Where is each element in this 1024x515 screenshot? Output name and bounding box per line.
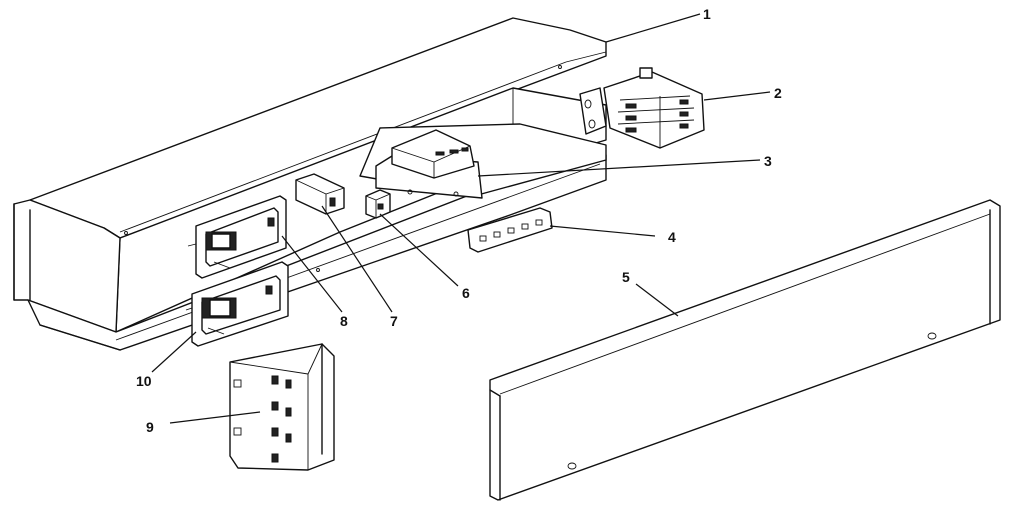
callout-2: 2 — [774, 85, 782, 101]
part-9-terminal-block — [229, 343, 335, 471]
part-10-control-board — [185, 261, 289, 347]
part-8-control-board — [187, 195, 287, 279]
callout-1: 1 — [703, 6, 711, 22]
part-3-transformer — [359, 123, 607, 199]
callout-9: 9 — [146, 419, 154, 435]
callout-6: 6 — [462, 285, 470, 301]
leader-9 — [169, 411, 261, 424]
callout-4: 4 — [668, 229, 676, 245]
part-4-terminal-strip — [467, 207, 553, 253]
part-5-cover-panel — [489, 199, 1001, 501]
part-6-relay — [365, 189, 391, 219]
leader-1 — [605, 13, 701, 43]
callout-10: 10 — [136, 373, 152, 389]
callout-7: 7 — [390, 313, 398, 329]
callout-8: 8 — [340, 313, 348, 329]
callout-5: 5 — [622, 269, 630, 285]
leader-6 — [379, 213, 459, 287]
leader-4 — [549, 225, 656, 237]
leader-lines — [151, 13, 771, 424]
part-7-capacitor — [295, 173, 345, 215]
leader-5 — [635, 283, 679, 317]
leader-8 — [281, 235, 343, 313]
callout-3: 3 — [764, 153, 772, 169]
callout-labels: 1 2 3 4 5 6 7 8 9 10 — [136, 6, 782, 435]
leader-3 — [477, 159, 761, 177]
leader-2 — [703, 91, 771, 101]
leader-7 — [321, 205, 393, 313]
leader-10 — [151, 331, 197, 373]
part-2-contactor — [579, 67, 705, 149]
